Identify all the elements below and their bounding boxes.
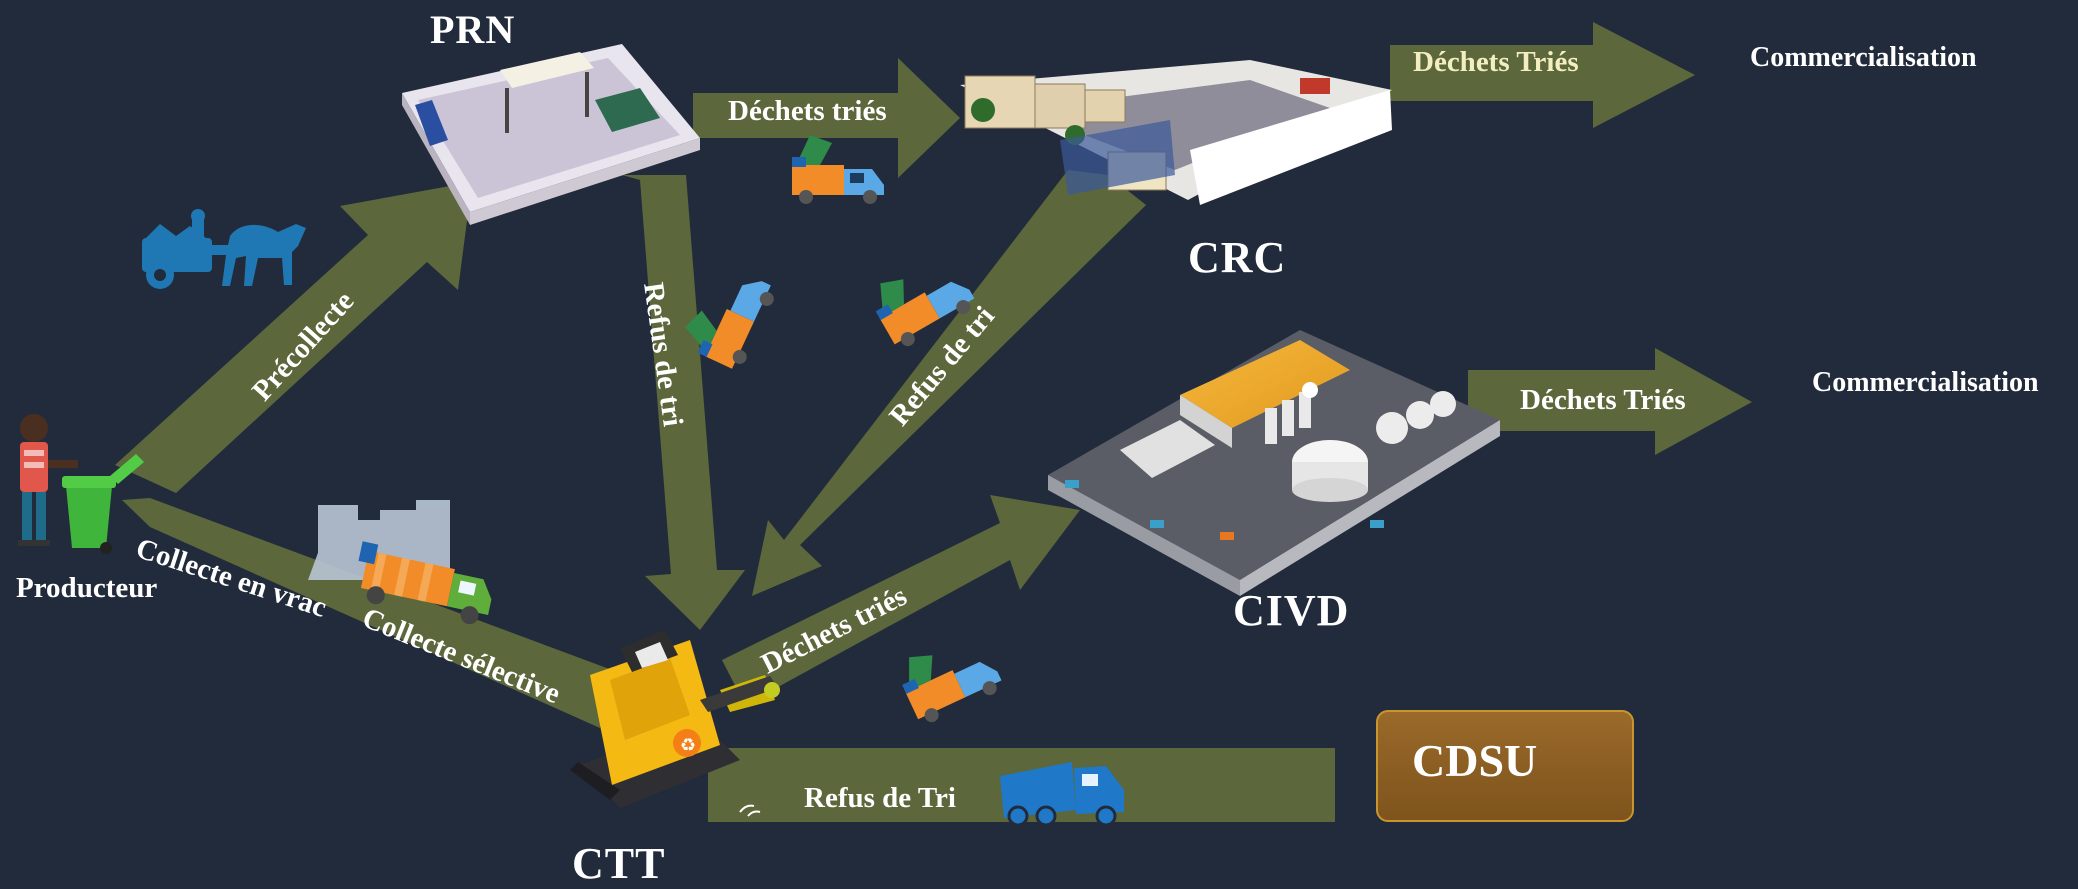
- node-label-cdsu: CDSU: [1412, 735, 1538, 786]
- output-label-commercialisation-mid: Commercialisation: [1812, 367, 2039, 398]
- arrow-prn-crc: [693, 58, 960, 178]
- arrow-crc-commercialisation: [1390, 22, 1695, 128]
- arrow-civd-commercialisation: [1468, 348, 1752, 455]
- crc-building-icon: [960, 60, 1392, 205]
- blue-tanker-truck-icon: [1000, 762, 1124, 827]
- node-label-prn: PRN: [430, 7, 516, 52]
- collection-truck-icon: [358, 541, 492, 625]
- cdsu-box: CDSU: [1376, 710, 1634, 822]
- producteur-person-icon: [18, 414, 78, 546]
- ctt-sorting-machine-icon: ♻: [570, 630, 780, 808]
- arrow-crc-ctt-refus: [752, 170, 1146, 596]
- node-label-ctt: CTT: [572, 839, 666, 888]
- arrow-producteur-ctt-collecte: [122, 498, 612, 728]
- output-label-commercialisation-top: Commercialisation: [1750, 42, 1977, 73]
- prn-building-icon: [402, 44, 700, 225]
- green-bin-icon: [62, 454, 144, 554]
- truck-crc-ctt-icon: [875, 279, 975, 347]
- horse-cart-icon: [142, 209, 306, 289]
- truck-prn-ctt-icon: [685, 281, 774, 369]
- civd-building-icon: [1048, 330, 1500, 596]
- flow-label-dechets-tries-prn-crc: Déchets triés: [728, 95, 887, 127]
- arrow-prn-ctt-refus: [622, 175, 745, 630]
- node-label-crc: CRC: [1188, 233, 1287, 282]
- truck-prn-crc-icon: [792, 135, 884, 204]
- arrow-precollecte: [115, 182, 472, 493]
- dust-mark-icon: [739, 804, 761, 817]
- arrow-ctt-civd: [722, 495, 1080, 705]
- truck-ctt-civd-icon: [902, 655, 1002, 723]
- svg-text:♻: ♻: [680, 735, 696, 756]
- node-label-producteur: Producteur: [16, 572, 158, 604]
- node-label-civd: CIVD: [1233, 586, 1350, 635]
- flow-label-refus-de-tri-ctt-cdsu: Refus de Tri: [804, 782, 956, 814]
- flow-label-dechets-tries-crc-out: Déchets Triés: [1413, 46, 1579, 78]
- flow-label-dechets-tries-civd-out: Déchets Triés: [1520, 384, 1686, 416]
